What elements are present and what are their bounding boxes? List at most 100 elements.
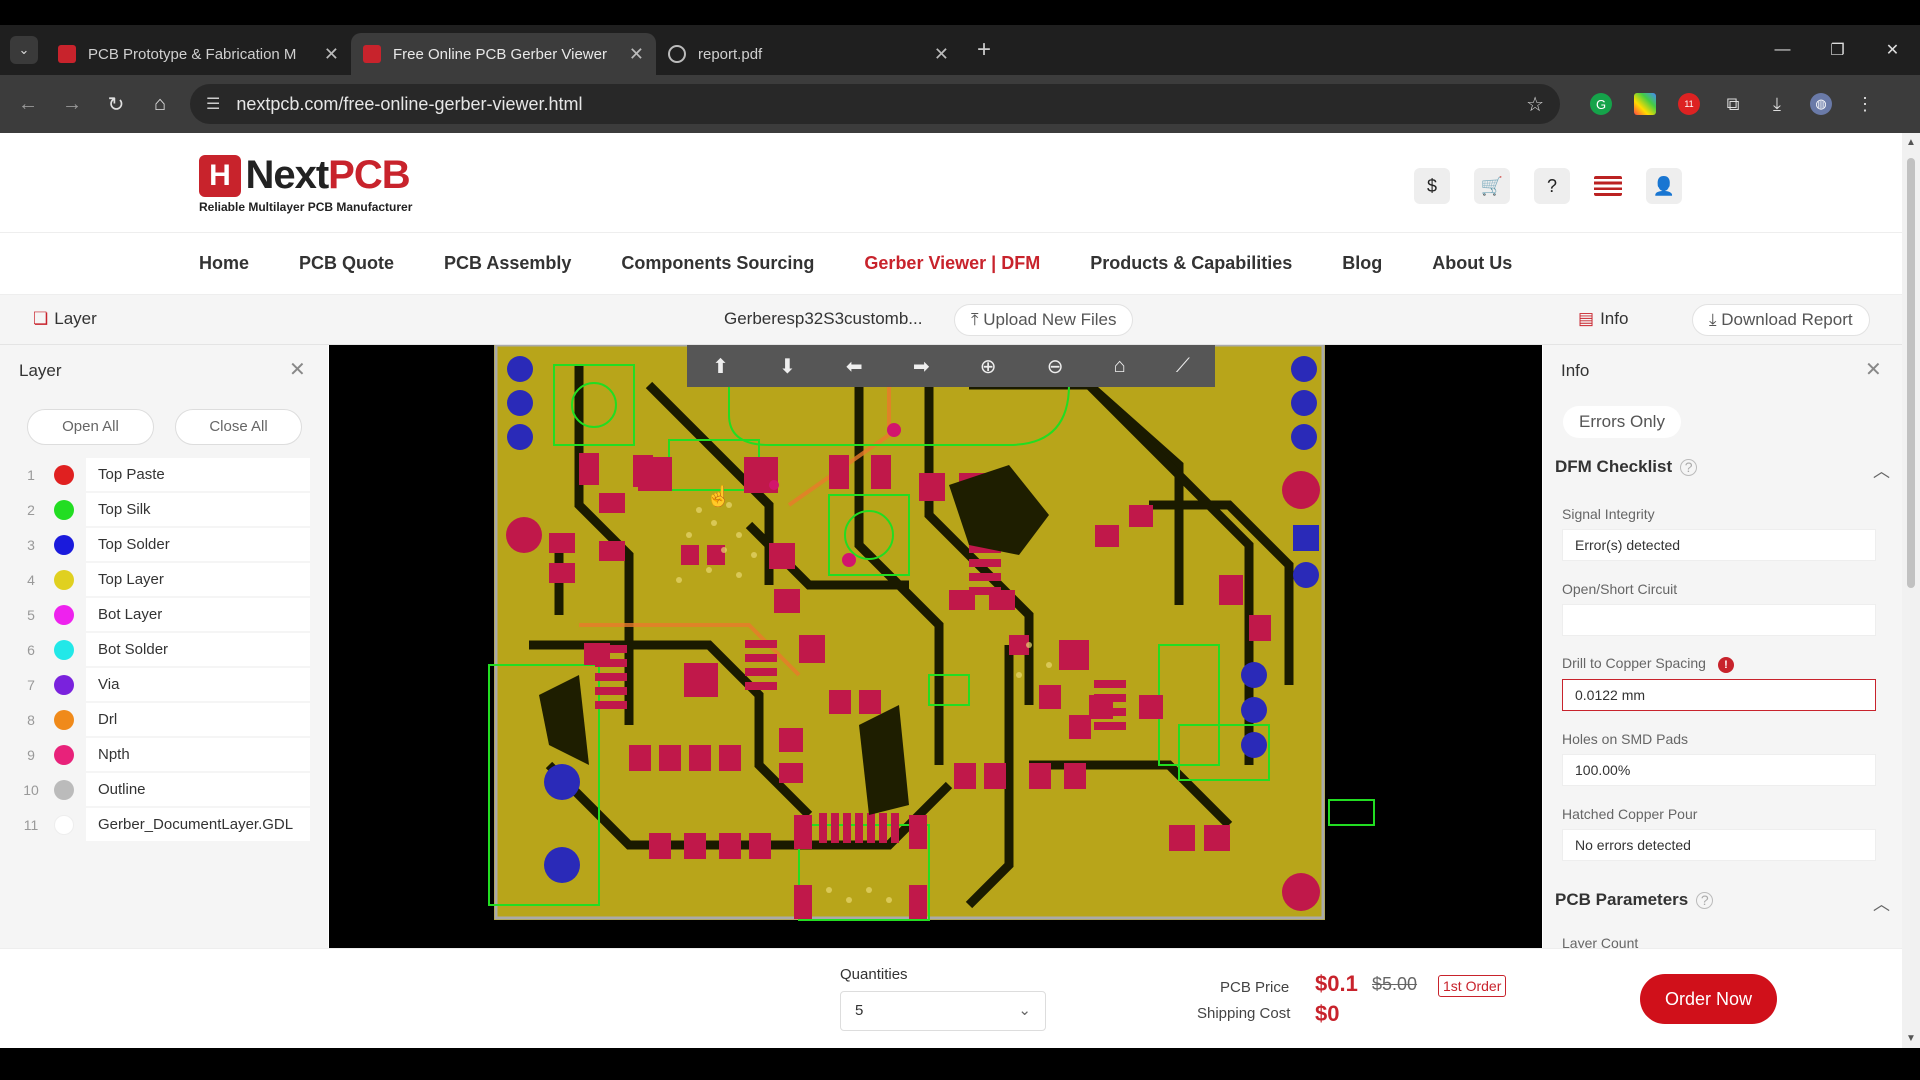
nav-products-capabilities[interactable]: Products & Capabilities <box>1090 253 1292 274</box>
info-toggle[interactable]: ▤Info <box>1578 309 1628 329</box>
arrow-up-icon[interactable]: ⬆ <box>712 354 729 379</box>
layer-color-swatch[interactable] <box>54 815 74 835</box>
arrow-left-icon[interactable]: ⬅ <box>846 354 863 379</box>
download-icon: ⤓ <box>1709 310 1721 329</box>
nav-pcb-assembly[interactable]: PCB Assembly <box>444 253 571 274</box>
cart-icon[interactable]: 🛒 <box>1474 168 1510 204</box>
quantity-select[interactable]: 5⌄ <box>840 991 1046 1031</box>
chevron-up-icon[interactable]: ︿ <box>1873 890 1890 915</box>
layer-color-swatch[interactable] <box>54 745 74 765</box>
extensions-area: G 11 ⧉ ⤓ ◍ ⋮ <box>1590 93 1876 115</box>
layer-row[interactable]: 1Top Paste <box>16 457 310 492</box>
order-now-button[interactable]: Order Now <box>1640 974 1777 1024</box>
layer-row[interactable]: 8Drl <box>16 702 310 737</box>
layer-row[interactable]: 2Top Silk <box>16 492 310 527</box>
nav-gerber-viewer[interactable]: Gerber Viewer | DFM <box>864 253 1040 274</box>
logo-mark: H <box>199 155 241 197</box>
layer-color-swatch[interactable] <box>54 780 74 800</box>
gerber-canvas[interactable]: ⬆ ⬇ ⬅ ➡ ⊕ ⊖ ⌂ ⟋ <box>329 345 1542 948</box>
browser-tab-1[interactable]: PCB Prototype & Fabrication M ✕ <box>46 33 351 75</box>
close-tab-icon[interactable]: ✕ <box>934 44 949 65</box>
zoom-out-icon[interactable]: ⊖ <box>1047 354 1064 379</box>
new-tab-icon[interactable]: + <box>977 36 991 64</box>
close-tab-icon[interactable]: ✕ <box>629 44 644 65</box>
arrow-right-icon[interactable]: ➡ <box>913 354 930 379</box>
grammarly-icon[interactable]: G <box>1590 93 1612 115</box>
pcb-render <box>329 345 1542 948</box>
chevron-up-icon[interactable]: ︿ <box>1873 457 1890 482</box>
arrow-down-icon[interactable]: ⬇ <box>779 354 796 379</box>
layer-row[interactable]: 4Top Layer <box>16 562 310 597</box>
us-flag-icon[interactable] <box>1594 176 1622 196</box>
layer-row[interactable]: 10Outline <box>16 772 310 807</box>
nav-blog[interactable]: Blog <box>1342 253 1382 274</box>
layer-color-swatch[interactable] <box>54 675 74 695</box>
layer-row[interactable]: 5Bot Layer <box>16 597 310 632</box>
layers-icon: ❏ <box>33 309 48 328</box>
upload-new-files-button[interactable]: ⤒ Upload New Files <box>954 304 1133 336</box>
url-bar[interactable]: ☰ nextpcb.com/free-online-gerber-viewer.… <box>190 84 1560 124</box>
dfm-checklist-title: DFM Checklist <box>1555 457 1672 476</box>
layer-toggle[interactable]: ❏Layer <box>33 309 97 329</box>
bookmark-star-icon[interactable]: ☆ <box>1526 92 1544 117</box>
puzzle-extensions-icon[interactable]: ⧉ <box>1722 93 1744 115</box>
nav-home[interactable]: Home <box>199 253 249 274</box>
globe-icon <box>668 45 686 63</box>
restore-icon[interactable]: ❐ <box>1810 25 1865 75</box>
download-icon[interactable]: ⤓ <box>1766 93 1788 115</box>
tab-search-button[interactable]: ⌄ <box>10 36 38 64</box>
home-fit-icon[interactable]: ⌂ <box>1114 355 1126 378</box>
nav-components-sourcing[interactable]: Components Sourcing <box>621 253 814 274</box>
pcb-parameters-header[interactable]: PCB Parameters?︿ <box>1555 890 1713 910</box>
help-icon[interactable]: ? <box>1680 459 1697 476</box>
browser-tab-3[interactable]: report.pdf ✕ <box>656 33 961 75</box>
order-footer: Quantities 5⌄ PCB Price Shipping Cost $0… <box>0 948 1902 1048</box>
errors-only-button[interactable]: Errors Only <box>1563 406 1681 438</box>
reload-icon[interactable]: ↻ <box>94 92 138 117</box>
help-icon[interactable]: ? <box>1696 892 1713 909</box>
viewer-toolbar: ❏Layer Gerberesp32S3customb... ⤒ Upload … <box>0 295 1902 345</box>
layer-color-swatch[interactable] <box>54 535 74 555</box>
layer-row[interactable]: 11Gerber_DocumentLayer.GDL <box>16 807 310 842</box>
download-report-button[interactable]: ⤓ Download Report <box>1692 304 1870 336</box>
close-window-icon[interactable]: ✕ <box>1865 25 1920 75</box>
page-scrollbar[interactable]: ▲ ▼ <box>1902 133 1920 1048</box>
site-info-icon[interactable]: ☰ <box>206 94 220 114</box>
profile-avatar-icon[interactable]: ◍ <box>1810 93 1832 115</box>
layer-row[interactable]: 3Top Solder <box>16 527 310 562</box>
user-icon[interactable]: 👤 <box>1646 168 1682 204</box>
layer-row[interactable]: 9Npth <box>16 737 310 772</box>
dfm-checklist-header[interactable]: DFM Checklist?︿ <box>1555 457 1697 477</box>
layer-color-swatch[interactable] <box>54 465 74 485</box>
layer-color-swatch[interactable] <box>54 500 74 520</box>
close-icon[interactable]: ✕ <box>289 357 306 382</box>
nav-about-us[interactable]: About Us <box>1432 253 1512 274</box>
forward-icon[interactable]: → <box>50 93 94 116</box>
zoom-in-icon[interactable]: ⊕ <box>980 354 997 379</box>
layer-color-swatch[interactable] <box>54 605 74 625</box>
scrollbar-thumb[interactable] <box>1907 158 1915 588</box>
close-tab-icon[interactable]: ✕ <box>324 44 339 65</box>
menu-kebab-icon[interactable]: ⋮ <box>1854 93 1876 115</box>
help-icon[interactable]: ? <box>1534 168 1570 204</box>
layer-color-swatch[interactable] <box>54 640 74 660</box>
home-icon[interactable]: ⌂ <box>138 93 182 116</box>
minimize-icon[interactable]: — <box>1755 25 1810 75</box>
layer-color-swatch[interactable] <box>54 710 74 730</box>
layer-row[interactable]: 6Bot Solder <box>16 632 310 667</box>
close-all-button[interactable]: Close All <box>175 409 302 445</box>
nav-pcb-quote[interactable]: PCB Quote <box>299 253 394 274</box>
extension-badge-icon[interactable]: 11 <box>1678 93 1700 115</box>
color-extension-icon[interactable] <box>1634 93 1656 115</box>
browser-tab-2[interactable]: Free Online PCB Gerber Viewer ✕ <box>351 33 656 75</box>
layer-row[interactable]: 7Via <box>16 667 310 702</box>
coupon-icon[interactable]: $ <box>1414 168 1450 204</box>
ruler-icon[interactable]: ⟋ <box>1176 355 1190 378</box>
nextpcb-logo[interactable]: H NextPCB Reliable Multilayer PCB Manufa… <box>199 153 412 214</box>
close-icon[interactable]: ✕ <box>1865 357 1882 382</box>
layer-color-swatch[interactable] <box>54 570 74 590</box>
back-icon[interactable]: ← <box>6 93 50 116</box>
scroll-down-icon[interactable]: ▼ <box>1906 1033 1916 1044</box>
open-all-button[interactable]: Open All <box>27 409 154 445</box>
scroll-up-icon[interactable]: ▲ <box>1906 137 1916 148</box>
